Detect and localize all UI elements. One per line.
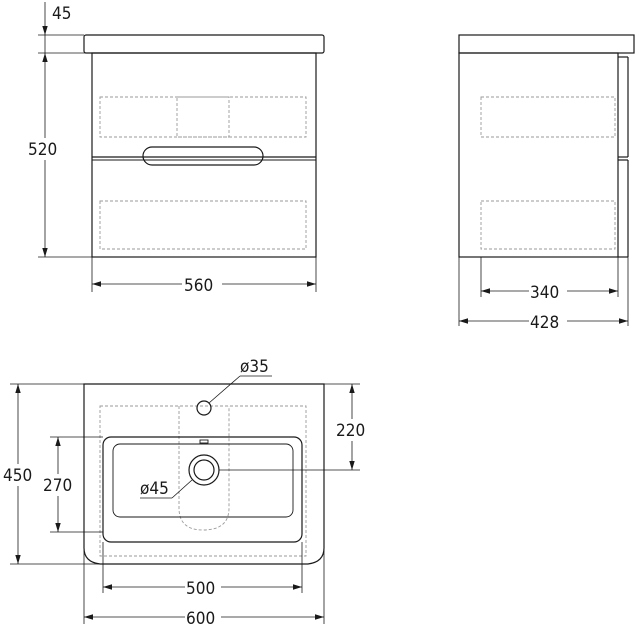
top-cabinet-hidden bbox=[99, 405, 307, 557]
dim-bowl-width-label: 500 bbox=[186, 579, 215, 599]
top-bowl-outer bbox=[102, 436, 303, 543]
dim-drain-label: ø45 bbox=[140, 479, 169, 499]
dim-total-depth-label: 450 bbox=[3, 466, 32, 486]
dim-depth-label: 428 bbox=[530, 313, 559, 333]
dim-bowl-depth-label: 270 bbox=[43, 476, 72, 496]
front-basin-top bbox=[83, 34, 325, 54]
side-cabinet-body bbox=[458, 52, 619, 258]
top-tap-hole bbox=[196, 400, 212, 416]
front-view: 45 520 560 bbox=[28, 2, 325, 296]
top-drain-inner bbox=[193, 459, 215, 481]
dim-tap-hole-label: ø35 bbox=[240, 357, 269, 377]
dim-top-thickness-label: 45 bbox=[52, 4, 71, 24]
dim-inner-depth-label: 340 bbox=[530, 283, 559, 303]
front-siphon-cutout-hidden bbox=[176, 96, 230, 138]
dim-height-label: 520 bbox=[28, 140, 57, 160]
side-view: 340 428 bbox=[458, 34, 635, 333]
side-upper-drawer-hidden bbox=[480, 96, 616, 138]
top-overflow bbox=[199, 439, 209, 444]
top-basin-outline bbox=[83, 383, 325, 565]
front-cabinet-body bbox=[91, 52, 317, 258]
front-drawer-handle bbox=[142, 146, 264, 166]
front-upper-drawer-hidden bbox=[99, 96, 307, 138]
front-lower-drawer-hidden bbox=[99, 200, 307, 250]
side-lower-drawer-hidden bbox=[480, 200, 616, 250]
top-bowl-inner bbox=[112, 443, 294, 518]
top-view: ø35 ø45 220 450 270 500 600 bbox=[2, 357, 370, 629]
dim-tap-offset-label: 220 bbox=[336, 421, 365, 441]
dim-total-width-label: 600 bbox=[186, 609, 215, 629]
side-basin-top bbox=[458, 34, 635, 54]
dim-width-label: 560 bbox=[184, 276, 213, 296]
